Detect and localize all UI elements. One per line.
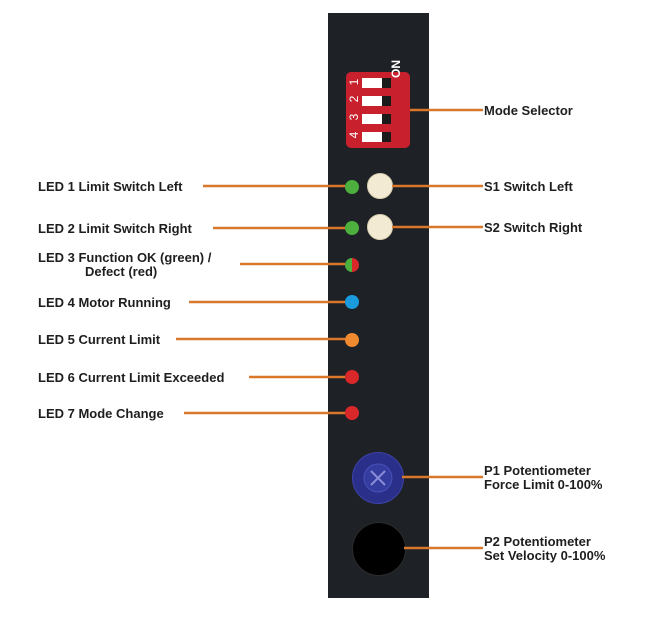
dip-slot-2[interactable] bbox=[362, 96, 391, 106]
led-6 bbox=[345, 370, 359, 384]
led-2 bbox=[345, 221, 359, 235]
label-p2-line2: Set Velocity 0-100% bbox=[484, 548, 606, 563]
label-led3-line1: LED 3 Function OK (green) / bbox=[38, 250, 212, 265]
p1-potentiometer-knob[interactable] bbox=[352, 452, 404, 504]
dip-slot-4[interactable] bbox=[362, 132, 391, 142]
dip-knob-1 bbox=[382, 78, 391, 88]
label-s1: S1 Switch Left bbox=[484, 179, 573, 194]
dip-knob-3 bbox=[382, 114, 391, 124]
label-led6: LED 6 Current Limit Exceeded bbox=[38, 370, 225, 385]
label-led5: LED 5 Current Limit bbox=[38, 332, 161, 347]
led-1 bbox=[345, 180, 359, 194]
dip-knob-2 bbox=[382, 96, 391, 106]
label-p1-line2: Force Limit 0-100% bbox=[484, 477, 603, 492]
led-4 bbox=[345, 295, 359, 309]
p2-potentiometer-knob[interactable] bbox=[352, 522, 406, 576]
label-s2: S2 Switch Right bbox=[484, 220, 583, 235]
label-p2-line1: P2 Potentiometer bbox=[484, 534, 591, 549]
p1-cross-icon bbox=[363, 463, 393, 493]
led-7 bbox=[345, 406, 359, 420]
label-led2: LED 2 Limit Switch Right bbox=[38, 221, 192, 236]
label-led7: LED 7 Mode Change bbox=[38, 406, 164, 421]
dip-slot-3[interactable] bbox=[362, 114, 391, 124]
dip-slot-1[interactable] bbox=[362, 78, 391, 88]
label-led3-line2: Defect (red) bbox=[85, 264, 158, 279]
dip-knob-4 bbox=[382, 132, 391, 142]
led-5 bbox=[345, 333, 359, 347]
s1-switch-left-button[interactable] bbox=[367, 173, 393, 199]
led-3 bbox=[345, 258, 359, 272]
label-mode-selector: Mode Selector bbox=[484, 103, 573, 118]
s2-switch-right-button[interactable] bbox=[367, 214, 393, 240]
label-led4: LED 4 Motor Running bbox=[38, 295, 171, 310]
label-p1-line1: P1 Potentiometer bbox=[484, 463, 591, 478]
label-led1: LED 1 Limit Switch Left bbox=[38, 179, 183, 194]
